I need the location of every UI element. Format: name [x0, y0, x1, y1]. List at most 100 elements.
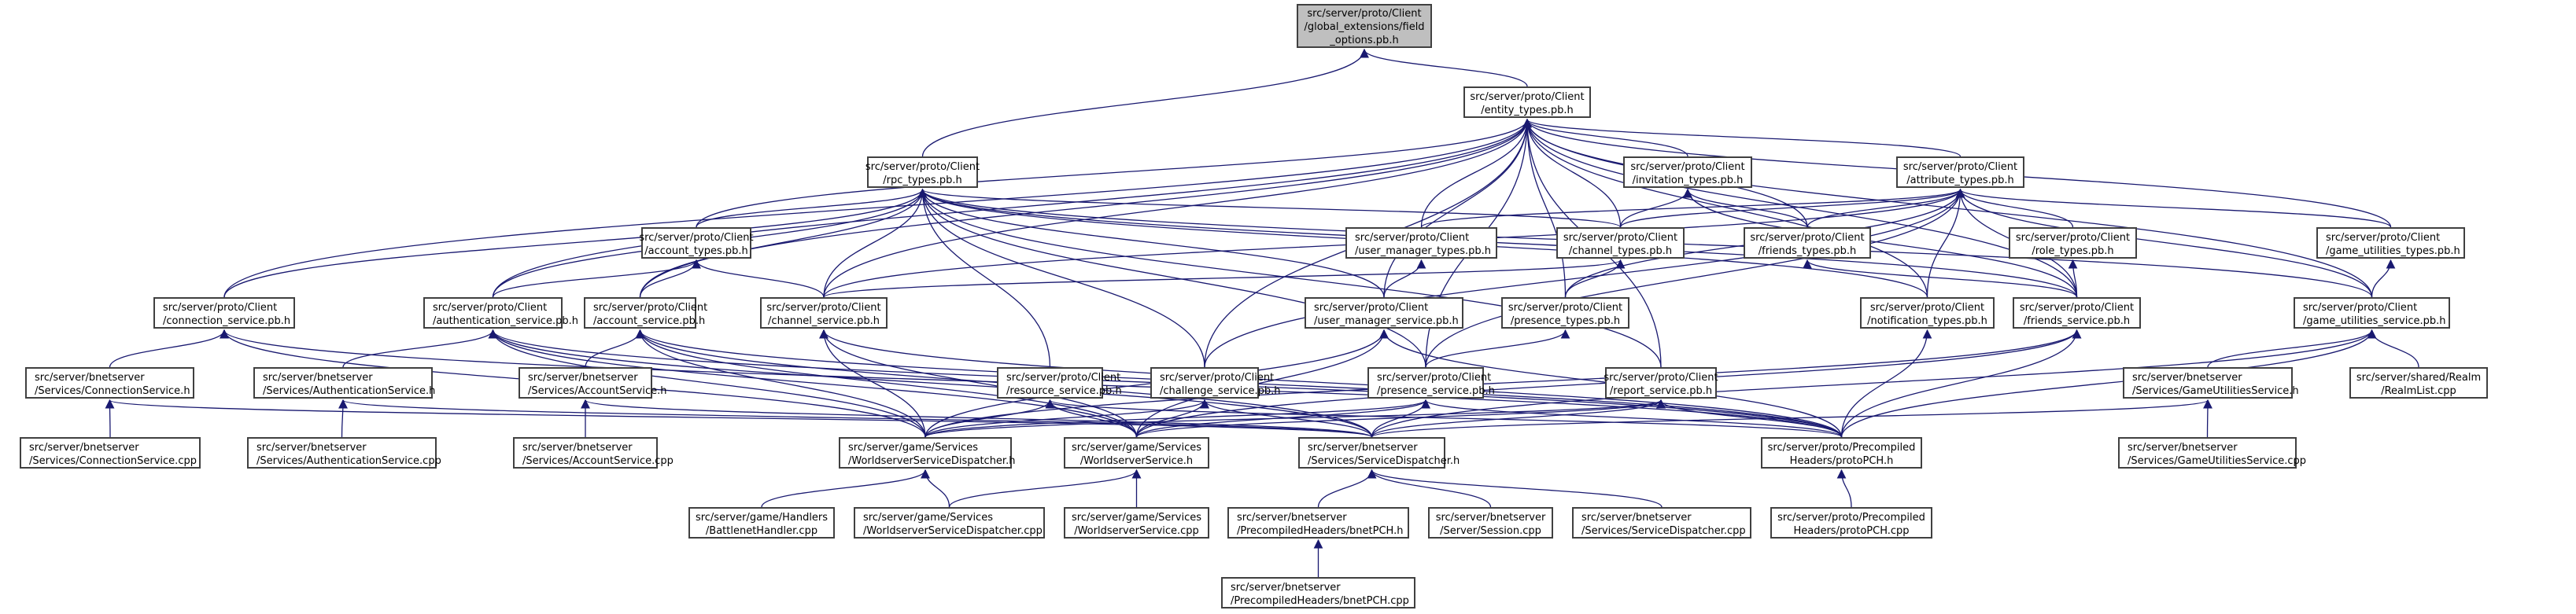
graph-node-worldserverservicedispatcher-cpp[interactable]: src/server/game/Services/WorldserverServ… [854, 507, 1045, 539]
graph-node-resource-service[interactable]: src/server/proto/Client/resource_service… [997, 367, 1122, 399]
graph-node-field-options[interactable]: src/server/proto/Client/global_extension… [1297, 4, 1432, 48]
edge-presence_types-to-entity_types [1522, 118, 1567, 298]
edge-authentication_service-to-account_types [492, 259, 701, 298]
graph-node-friends-types[interactable]: src/server/proto/Client/friends_types.pb… [1744, 227, 1871, 259]
graph-node-connection-service[interactable]: src/server/proto/Client/connection_servi… [153, 297, 295, 329]
graph-node-accountservice-cpp[interactable]: src/server/bnetserver/Services/AccountSe… [513, 437, 674, 469]
edge-protoPCH_cpp-to-protoPCH_h [1836, 469, 1852, 508]
graph-node-bnetpch-cpp[interactable]: src/server/bnetserver/PrecompiledHeaders… [1221, 577, 1415, 608]
node-label-line: src/server/proto/Precompiled [1777, 511, 1925, 524]
edge-channel_service-to-account_types [692, 259, 825, 298]
node-label-line: src/server/game/Services [1072, 441, 1201, 454]
node-label-line: /friends_types.pb.h [1758, 244, 1857, 257]
graph-node-presence-service[interactable]: src/server/proto/Client/presence_service… [1367, 367, 1495, 399]
graph-node-gameutilitiesservice-cpp[interactable]: src/server/bnetserver/Services/GameUtili… [2118, 437, 2307, 469]
node-label-line: /WorldserverServiceDispatcher.h [848, 454, 1016, 467]
graph-node-authentication-service[interactable]: src/server/proto/Client/authentication_s… [423, 297, 578, 329]
edge-account_service-to-rpc_types [639, 188, 928, 298]
graph-node-session-cpp[interactable]: src/server/bnetserver/Server/Session.cpp [1428, 507, 1553, 539]
graph-node-challenge-service[interactable]: src/server/proto/Client/challenge_servic… [1150, 367, 1281, 399]
graph-node-authenticationservice-h[interactable]: src/server/bnetserver/Services/Authentic… [253, 367, 435, 399]
edge-ServiceDispatcher_h-to-AccountService_h [581, 399, 1373, 438]
graph-node-account-service[interactable]: src/server/proto/Client/account_service.… [584, 297, 708, 329]
node-label-line: src/server/bnetserver [29, 441, 139, 454]
node-label-line: _options.pb.h [1330, 35, 1399, 46]
node-label-line: /WorldserverService.cpp [1074, 524, 1199, 537]
edge-WorldserverService_h-to-channel_service [819, 329, 1138, 438]
edge-user_manager_types-to-entity_types [1420, 118, 1532, 228]
node-label-line: /Services/ServiceDispatcher.h [1308, 454, 1460, 467]
node-label-line: src/server/proto/Client [766, 301, 881, 314]
graph-node-user-manager-service[interactable]: src/server/proto/Client/user_manager_ser… [1305, 297, 1463, 329]
graph-node-authenticationservice-cpp[interactable]: src/server/bnetserver/Services/Authentic… [247, 437, 441, 469]
graph-node-servicedispatcher-cpp[interactable]: src/server/bnetserver/Services/ServiceDi… [1572, 507, 1751, 539]
graph-node-channel-types[interactable]: src/server/proto/Client/channel_types.pb… [1556, 227, 1685, 259]
graph-node-rpc-types[interactable]: src/server/proto/Client/rpc_types.pb.h [865, 156, 980, 188]
graph-node-worldserverservicedispatcher-h[interactable]: src/server/game/Services/WorldserverServ… [839, 437, 1016, 469]
edge-connection_service-to-entity_types [223, 118, 1532, 298]
node-label-line: src/server/proto/Precompiled [1767, 441, 1916, 454]
graph-node-friends-service[interactable]: src/server/proto/Client/friends_service.… [2013, 297, 2141, 329]
node-label-line: src/server/proto/Client [593, 301, 708, 314]
graph-node-presence-types[interactable]: src/server/proto/Client/presence_types.p… [1501, 297, 1629, 329]
graph-node-game-utilities-service[interactable]: src/server/proto/Client/game_utilities_s… [2294, 297, 2450, 329]
graph-node-user-manager-types[interactable]: src/server/proto/Client/user_manager_typ… [1345, 227, 1497, 259]
node-label-line: /connection_service.pb.h [163, 314, 291, 327]
node-label-line: src/server/proto/Client [1563, 231, 1678, 244]
edge-presence_service-to-presence_types [1425, 329, 1570, 368]
edge-WorldserverServiceDispatcher_h-to-friends_service [924, 329, 2082, 438]
edge-friends_service-to-entity_types [1522, 118, 2078, 298]
edge-friends_types-to-attribute_types [1807, 188, 1965, 228]
node-label-line: /entity_types.pb.h [1481, 104, 1574, 116]
graph-node-worldserverservice-cpp[interactable]: src/server/game/Services/WorldserverServ… [1064, 507, 1209, 539]
graph-node-game-utilities-types[interactable]: src/server/proto/Client/game_utilities_t… [2316, 227, 2465, 259]
node-label-line: /Services/GameUtilitiesService.cpp [2128, 454, 2307, 467]
node-label-line: /challenge_service.pb.h [1160, 384, 1281, 397]
node-label-line: src/server/bnetserver [2128, 441, 2238, 454]
node-label-line: /PrecompiledHeaders/bnetPCH.cpp [1231, 594, 1409, 607]
edge-ServiceDispatcher_cpp-to-ServiceDispatcher_h [1367, 469, 1663, 508]
edge-ServiceDispatcher_h-to-AuthenticationService_h [338, 399, 1373, 438]
graph-node-gameutilitiesservice-h[interactable]: src/server/bnetserver/Services/GameUtili… [2123, 367, 2299, 399]
node-label-line: /Services/ConnectionService.h [35, 384, 190, 397]
graph-node-account-types[interactable]: src/server/proto/Client/account_types.pb… [639, 227, 754, 259]
graph-node-invitation-types[interactable]: src/server/proto/Client/invitation_types… [1623, 156, 1752, 188]
node-label-line: src/server/bnetserver [1581, 511, 1692, 524]
graph-node-servicedispatcher-h[interactable]: src/server/bnetserver/Services/ServiceDi… [1298, 437, 1460, 469]
graph-node-role-types[interactable]: src/server/proto/Client/role_types.pb.h [2009, 227, 2137, 259]
edge-connection_service-to-rpc_types [223, 188, 928, 298]
node-label-line: Headers/protoPCH.h [1789, 454, 1894, 467]
edge-WorldserverServiceDispatcher_h-to-account_service [635, 329, 926, 438]
node-label-line: /Services/ServiceDispatcher.cpp [1581, 524, 1746, 537]
graph-node-connectionservice-cpp[interactable]: src/server/bnetserver/Services/Connectio… [20, 437, 201, 469]
edge-protoPCH_h-to-notification_types [1840, 329, 1932, 438]
edge-presence_service-to-attribute_types [1425, 188, 1965, 368]
graph-node-entity-types[interactable]: src/server/proto/Client/entity_types.pb.… [1463, 86, 1591, 118]
node-label-line: src/server/proto/Client [2015, 231, 2131, 244]
edge-user_manager_service-to-user_manager_types [1383, 259, 1426, 298]
edge-user_manager_types-to-attribute_types [1420, 188, 1965, 228]
graph-node-report-service[interactable]: src/server/proto/Client/report_service.p… [1604, 367, 1718, 399]
graph-node-attribute-types[interactable]: src/server/proto/Client/attribute_types.… [1896, 156, 2024, 188]
node-label-line: /Services/AccountService.cpp [522, 454, 674, 467]
edge-WorldserverServiceDispatcher_h-to-report_service [924, 399, 1666, 438]
edge-WorldserverServiceDispatcher_h-to-challenge_service [924, 399, 1209, 438]
node-label-line: src/server/shared/Realm [2356, 371, 2482, 384]
edge-ServiceDispatcher_h-to-game_utilities_service [1371, 329, 2377, 438]
edge-ServiceDispatcher_h-to-report_service [1371, 399, 1666, 438]
edge-AuthenticationService_cpp-to-AuthenticationService_h [338, 399, 348, 438]
graph-node-notification-types[interactable]: src/server/proto/Client/notification_typ… [1860, 297, 1995, 329]
graph-node-channel-service[interactable]: src/server/proto/Client/channel_service.… [760, 297, 888, 329]
graph-node-realmlist-cpp[interactable]: src/server/shared/Realm/RealmList.cpp [2349, 367, 2488, 399]
edge-BattlenetHandler_cpp-to-WorldserverServiceDispatcher_h [761, 469, 930, 508]
graph-node-battlenethandler-cpp[interactable]: src/server/game/Handlers/BattlenetHandle… [688, 507, 835, 539]
graph-node-worldserverservice-h[interactable]: src/server/game/Services/WorldserverServ… [1064, 437, 1209, 469]
node-label-line: src/server/game/Services [1072, 511, 1201, 524]
edge-WorldserverServiceDispatcher_h-to-authentication_service [488, 329, 926, 438]
graph-node-connectionservice-h[interactable]: src/server/bnetserver/Services/Connectio… [25, 367, 194, 399]
graph-node-bnetpch-h[interactable]: src/server/bnetserver/PrecompiledHeaders… [1227, 507, 1409, 539]
edge-friends_service-to-invitation_types [1683, 188, 2078, 298]
graph-node-accountservice-h[interactable]: src/server/bnetserver/Services/AccountSe… [519, 367, 666, 399]
